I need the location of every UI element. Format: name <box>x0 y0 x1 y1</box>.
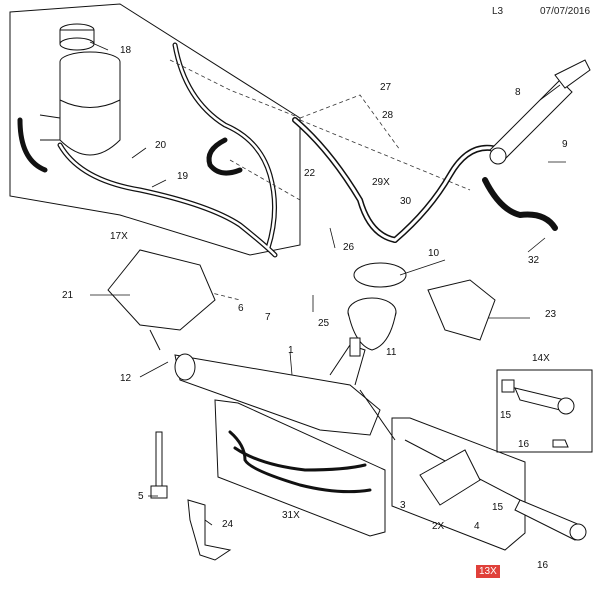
callout-13x: 13X <box>476 565 500 578</box>
callout-9: 9 <box>562 139 568 150</box>
callout-13x-highlight: 13X <box>476 565 500 578</box>
outer-tie-rod-end <box>501 379 575 448</box>
callout-10: 10 <box>428 248 440 259</box>
mount-bracket-left <box>107 249 216 351</box>
page-code: L3 <box>492 6 504 17</box>
callout-4: 4 <box>474 521 480 532</box>
callout-24: 24 <box>222 519 234 530</box>
steering-column <box>489 59 591 165</box>
callout-16a: 16 <box>518 439 530 450</box>
tierod-group-frame <box>391 417 526 551</box>
callout-15a: 15 <box>500 410 512 421</box>
steering-gear <box>174 337 396 441</box>
pipe-group-frame <box>214 399 386 537</box>
inner-tie-rod <box>404 439 587 541</box>
callout-16b: 16 <box>537 560 549 571</box>
callout-29x: 29X <box>372 177 390 188</box>
callout-2x: 2X <box>432 521 445 532</box>
callout-leaders <box>89 41 566 526</box>
mounting-bolt <box>150 431 168 499</box>
callout-1: 1 <box>288 345 294 356</box>
callout-17x: 17X <box>110 231 128 242</box>
pipe-bracket <box>187 499 232 561</box>
callout-18: 18 <box>120 45 132 56</box>
callout-27: 27 <box>380 82 392 93</box>
callout-22: 22 <box>304 168 316 179</box>
callout-14x: 14X <box>532 353 550 364</box>
callout-7: 7 <box>265 312 271 323</box>
pressure-pipes <box>228 430 372 494</box>
callout-15b: 15 <box>492 502 504 513</box>
callout-20: 20 <box>155 140 167 151</box>
rack-boot-cover <box>347 262 407 351</box>
callout-8: 8 <box>515 87 521 98</box>
callout-3: 3 <box>400 500 406 511</box>
callout-19: 19 <box>177 171 189 182</box>
callout-32: 32 <box>528 255 540 266</box>
mount-bracket-right <box>427 279 496 341</box>
reservoir-group-frame <box>9 3 301 256</box>
callout-11: 11 <box>386 347 397 358</box>
callout-30: 30 <box>400 196 412 207</box>
callout-26: 26 <box>343 242 355 253</box>
tie-rod-end-frame <box>496 369 593 453</box>
callout-5: 5 <box>138 491 144 502</box>
callout-6: 6 <box>238 303 244 314</box>
reservoir <box>39 23 121 156</box>
callout-25: 25 <box>318 318 330 329</box>
callout-21: 21 <box>62 290 74 301</box>
callout-12: 12 <box>120 373 132 384</box>
callout-31x: 31X <box>282 510 300 521</box>
diagram-date: 07/07/2016 <box>540 6 591 17</box>
callout-28: 28 <box>382 110 394 121</box>
callout-23: 23 <box>545 309 557 320</box>
